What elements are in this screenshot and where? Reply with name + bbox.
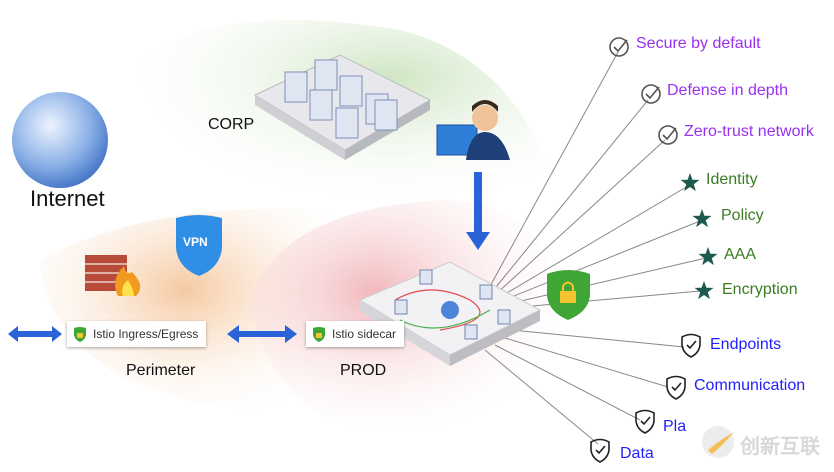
- internet-label: Internet: [30, 186, 105, 211]
- user-at-computer-icon: [436, 100, 510, 160]
- service-mesh-platform-icon: [358, 261, 542, 366]
- bidirectional-arrow-icon: [227, 325, 297, 343]
- shield-check-icon: [590, 438, 610, 463]
- feature-label: Policy: [721, 207, 764, 224]
- perimeter-label: Perimeter: [126, 362, 196, 379]
- vpn-shield-icon: [176, 215, 222, 276]
- connector-lines: [484, 51, 707, 445]
- istio-ingress-egress-box: Istio Ingress/Egress: [67, 321, 207, 347]
- shield-check-icon: [666, 375, 686, 400]
- watermark-logo: [702, 426, 734, 458]
- corp-label: CORP: [208, 116, 255, 133]
- datacenter-icon: [253, 54, 432, 160]
- globe-icon: [12, 92, 108, 188]
- firewall-icon: [85, 255, 141, 296]
- check-circle-icon: [658, 125, 678, 145]
- istio-sidecar-box: Istio sidecar: [306, 321, 405, 347]
- feature-label: Encryption: [722, 281, 798, 298]
- sidecar-label: Istio sidecar: [332, 327, 397, 341]
- vpn-label: VPN: [183, 235, 208, 249]
- lock-shield-icon: [313, 327, 325, 342]
- star-icon: [680, 173, 700, 192]
- ingress-label: Istio Ingress/Egress: [93, 327, 199, 341]
- prod-label: PROD: [340, 362, 387, 379]
- shield-check-icon: [681, 333, 701, 358]
- check-circle-icon: [609, 37, 629, 57]
- lock-shield-icon: [74, 327, 86, 342]
- protected-label: Pla: [663, 418, 687, 435]
- check-circle-icon: [641, 84, 661, 104]
- protected-label: Data: [620, 445, 654, 462]
- feature-label: Identity: [706, 171, 758, 188]
- watermark-text: 创新互联: [740, 436, 820, 458]
- star-icon: [694, 281, 714, 300]
- feature-label: AAA: [724, 246, 757, 263]
- principle-label: Secure by default: [636, 35, 761, 52]
- down-arrow-icon: [466, 172, 490, 250]
- protected-label: Endpoints: [710, 336, 782, 353]
- principle-label: Zero-trust network: [684, 123, 814, 140]
- protected-label: Communication: [694, 377, 806, 394]
- bidirectional-arrow-icon: [8, 326, 62, 342]
- star-icon: [698, 247, 718, 266]
- star-icon: [692, 209, 712, 228]
- shield-check-icon: [635, 409, 655, 434]
- lock-shield-icon: [547, 270, 590, 320]
- principle-label: Defense in depth: [667, 82, 788, 99]
